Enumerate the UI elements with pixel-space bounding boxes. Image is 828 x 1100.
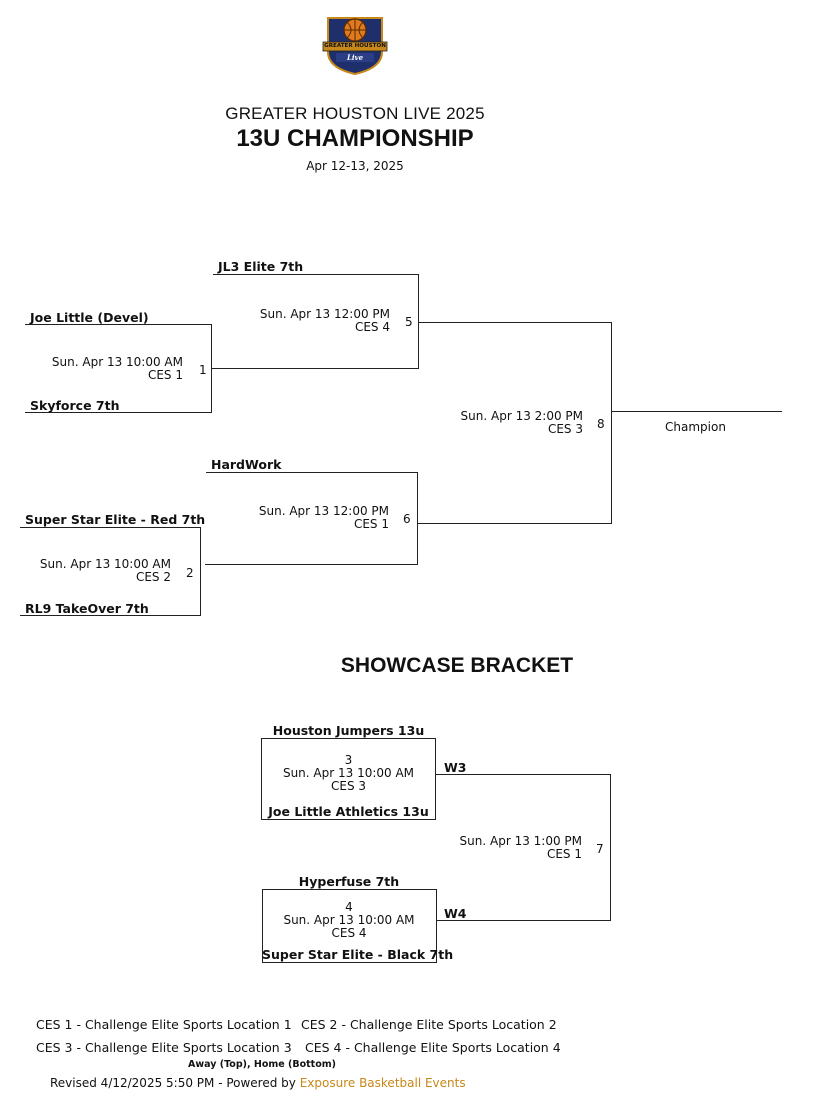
game5-number: 5 [405,315,413,329]
game5-court: CES 4 [354,320,390,334]
legend-ces1: CES 1 - Challenge Elite Sports Location … [36,1017,292,1032]
game4-winner-label: W4 [444,906,467,921]
game8-right-line [611,322,612,524]
event-title: GREATER HOUSTON LIVE 2025 [225,104,485,123]
revised-line: Revised 4/12/2025 5:50 PM - Powered by E… [50,1076,466,1090]
game8-court: CES 3 [547,422,583,436]
game1-info: Sun. Apr 13 10:00 AM CES 1 [52,356,183,382]
game6-number: 6 [403,512,411,526]
legend-ces3: CES 3 - Challenge Elite Sports Location … [36,1040,292,1055]
game3-time: Sun. Apr 13 10:00 AM [282,766,415,780]
game4-time: Sun. Apr 13 10:00 AM [283,913,415,927]
game3-advance-line [436,774,611,775]
game3-info: 3 Sun. Apr 13 10:00 AM CES 3 [262,754,435,793]
game2-top-line [20,527,201,528]
logo-text-bottom: Live [346,53,364,62]
game2-court: CES 2 [135,570,171,584]
showcase-title: SHOWCASE BRACKET [340,654,574,677]
game6-top-line [206,472,418,473]
game4-away-team[interactable]: Hyperfuse 7th [298,874,400,889]
champion-line [611,411,782,412]
logo-shield-icon [322,17,388,76]
game5-right-line [418,274,419,369]
game7-number: 7 [596,842,604,856]
revised-text: Revised 4/12/2025 5:50 PM - Powered by [50,1076,300,1090]
game5-advance-line [418,322,612,323]
game1-court: CES 1 [147,368,183,382]
game3-box [261,738,436,820]
game8-number: 8 [597,417,605,431]
game2-home-team[interactable]: RL9 TakeOver 7th [25,601,149,616]
game1-advance-line [211,368,419,369]
game1-home-team[interactable]: Skyforce 7th [30,398,120,413]
game1-away-team[interactable]: Joe Little (Devel) [30,310,149,325]
game8-time: Sun. Apr 13 2:00 PM [460,409,583,423]
game2-away-team[interactable]: Super Star Elite - Red 7th [25,512,206,527]
game2-advance-line [205,564,418,565]
division-title: 13U CHAMPIONSHIP [236,125,474,152]
event-logo: GREATER HOUSTON Live [322,8,388,76]
game6-right-line [417,472,418,565]
game6-court: CES 1 [353,517,389,531]
game1-top-line [25,324,212,325]
game3-away-team[interactable]: Houston Jumpers 13u [272,723,425,738]
game4-info: 4 Sun. Apr 13 10:00 AM CES 4 [262,901,436,940]
event-dates: Apr 12-13, 2025 [306,159,404,173]
game7-info: Sun. Apr 13 1:00 PM CES 1 [460,835,582,861]
game2-right-line [200,527,201,616]
game7-time: Sun. Apr 13 1:00 PM [459,834,582,848]
game5-top-line [213,274,419,275]
game1-number: 1 [199,363,207,377]
game2-info: Sun. Apr 13 10:00 AM CES 2 [40,558,171,584]
game4-court: CES 4 [331,926,367,940]
game2-number: 2 [186,566,194,580]
game2-time: Sun. Apr 13 10:00 AM [39,557,171,571]
game4-home-team[interactable]: Super Star Elite - Black 7th [262,947,454,962]
legend-ces2: CES 2 - Challenge Elite Sports Location … [301,1017,557,1032]
game3-winner-label: W3 [444,760,467,775]
home-away-note: Away (Top), Home (Bottom) [188,1059,336,1070]
legend-ces4: CES 4 - Challenge Elite Sports Location … [305,1040,561,1055]
game7-right-line [610,774,611,921]
game3-court: CES 3 [330,779,367,793]
game5-away-team[interactable]: JL3 Elite 7th [218,259,304,274]
game8-info: Sun. Apr 13 2:00 PM CES 3 [461,410,583,436]
game7-court: CES 1 [546,847,582,861]
champion-label: Champion [665,420,726,434]
game6-info: Sun. Apr 13 12:00 PM CES 1 [259,505,389,531]
powered-by-link[interactable]: Exposure Basketball Events [299,1076,466,1090]
game4-advance-line [437,920,611,921]
game4-number: 4 [345,900,353,914]
game6-away-team[interactable]: HardWork [211,457,282,472]
game1-time: Sun. Apr 13 10:00 AM [51,355,183,369]
game6-time: Sun. Apr 13 12:00 PM [258,504,389,518]
game6-advance-line [417,523,612,524]
logo-text-top: GREATER HOUSTON [324,43,386,49]
game1-bottom-line [25,412,212,413]
game3-number: 3 [344,753,353,767]
game5-info: Sun. Apr 13 12:00 PM CES 4 [260,308,390,334]
game3-home-team[interactable]: Joe Little Athletics 13u [268,804,429,819]
game2-bottom-line [20,615,201,616]
game4-box [262,889,437,963]
game5-time: Sun. Apr 13 12:00 PM [259,307,390,321]
